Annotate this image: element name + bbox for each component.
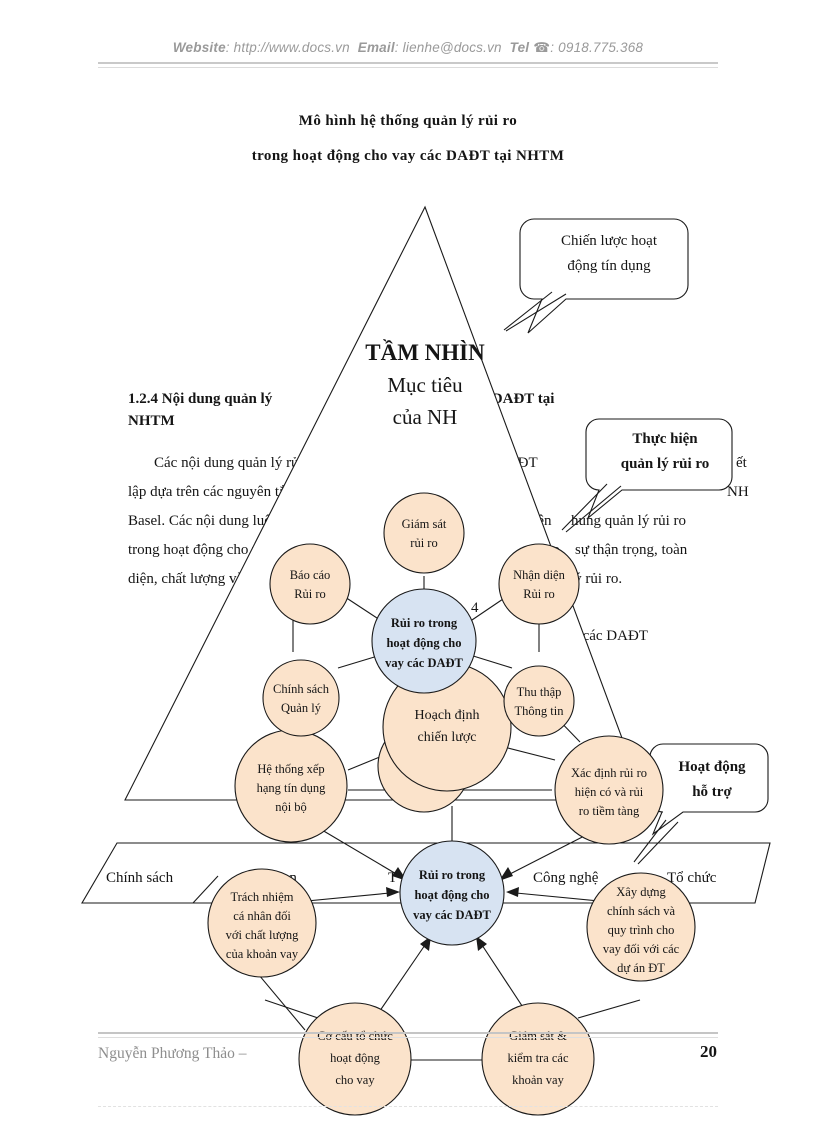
- node-bao-cao-rui-ro: Báo cáo Rủi ro: [269, 543, 351, 625]
- bottom-divider: [98, 1106, 718, 1109]
- risk-callout-line-2: quản lý rủi ro: [621, 456, 710, 472]
- node-co-cau-to-chuc: Cơ cấu tổ chức hoạt động cho vay: [298, 1002, 412, 1116]
- hub-upper: Rủi ro trong hoạt động cho vay các DAĐT: [371, 588, 477, 694]
- para-line-5d: lý rủi ro.: [570, 571, 622, 587]
- vision-line-1: TẦM NHÌN: [365, 339, 485, 365]
- node-thu-thap-thong-tin: Thu thập Thông tin: [503, 665, 575, 737]
- page-header: Website: http://www.docs.vn Email: lienh…: [0, 40, 816, 68]
- node-hoach-dinh-line-1: Hoạch định: [415, 708, 480, 723]
- support-callout-line-2: hỗ trợ: [692, 784, 732, 800]
- footer-divider: [98, 1032, 718, 1038]
- node-hoach-dinh-line-2: chiến lược: [418, 730, 477, 745]
- node-bao-cao-line-2: Rủi ro: [294, 587, 326, 601]
- node-nhan-dien-rui-ro: Nhận diện Rủi ro: [498, 543, 580, 625]
- node-chinh-sach-line-2: Quản lý: [281, 701, 322, 715]
- node-thu-thap-line-2: Thông tin: [515, 704, 565, 718]
- title-line-2: trong hoạt động cho vay các DAĐT tại NHT…: [251, 148, 565, 164]
- node-he-thong-xep-hang: Hệ thống xếp hạng tín dụng nội bộ: [234, 729, 348, 843]
- hub-upper-line-2: hoạt động cho: [386, 636, 461, 650]
- node-nhan-dien-line-1: Nhận diện: [513, 568, 565, 582]
- node-trach-nhiem-ca-nhan: Trách nhiệm cá nhân đối với chất lượng c…: [207, 868, 317, 978]
- title-line-1: Mô hình hệ thống quản lý rủi ro: [298, 113, 518, 129]
- section-heading-line2: NHTM: [128, 413, 175, 429]
- strategy-callout-line-2: động tín dụng: [567, 258, 651, 274]
- hub-lower-line-1: Rủi ro trong: [419, 868, 486, 882]
- node-chinh-sach-quan-ly: Chính sách Quản lý: [262, 659, 340, 737]
- node-chinh-sach-line-1: Chính sách: [273, 682, 330, 696]
- node-he-thong-line-3: nội bộ: [275, 800, 307, 814]
- telephone-icon: ☎: [533, 40, 551, 55]
- header-contact-line: Website: http://www.docs.vn Email: lienh…: [0, 40, 816, 56]
- node-he-thong-line-2: hạng tín dụng: [257, 781, 326, 795]
- vision-line-3: của NH: [393, 405, 458, 429]
- section-heading-left: 1.2.4 Nội dung quản lý: [128, 391, 273, 407]
- page-footer: Nguyễn Phương Thảo –: [98, 1032, 718, 1063]
- node-xay-dung-line-5: dự án ĐT: [617, 961, 665, 975]
- header-tel-value: : 0918.775.368: [550, 40, 644, 55]
- hub-lower: Rủi ro trong hoạt động cho vay các DAĐT: [399, 840, 505, 946]
- node-giam-sat-line-1: Giám sát: [402, 517, 447, 531]
- node-xac-dinh-line-1: Xác định rủi ro: [571, 766, 647, 780]
- page-number: 20: [700, 1042, 717, 1061]
- header-website-value: : http://www.docs.vn: [225, 40, 350, 55]
- hub-upper-line-1: Rủi ro trong: [391, 616, 458, 630]
- marker-4: 4: [471, 600, 479, 616]
- risk-callout-line-1: Thực hiện: [632, 431, 698, 447]
- header-tel-label: Tel: [509, 40, 530, 55]
- footer-author: Nguyễn Phương Thảo –: [98, 1045, 247, 1062]
- node-xay-dung-line-3: quy trình cho: [608, 923, 675, 937]
- node-xay-dung-line-2: chính sách và: [607, 904, 675, 918]
- node-trach-nhiem-line-3: với chất lượng: [226, 928, 300, 942]
- header-email-label: Email: [357, 40, 395, 55]
- node-giam-sat-kt-line-2: kiểm tra các: [507, 1051, 569, 1065]
- hub-lower-line-2: hoạt động cho: [414, 888, 489, 902]
- risk-management-callout: Thực hiện quản lý rủi ro: [561, 418, 733, 533]
- band-label-chinh-sach: Chính sách: [106, 870, 174, 886]
- hub-upper-line-3: vay các DAĐT: [385, 656, 463, 670]
- document-title: Mô hình hệ thống quản lý rủi ro trong ho…: [0, 113, 816, 165]
- para-line-1-tail: ết: [736, 455, 748, 471]
- strategy-callout: Chiến lược hoạt động tín dụng: [503, 218, 689, 334]
- para-line-2-tail: NH: [727, 484, 749, 500]
- support-callout-line-1: Hoạt động: [678, 759, 746, 775]
- vision-line-2: Mục tiêu: [387, 373, 463, 397]
- node-trach-nhiem-line-4: của khoản vay: [226, 947, 299, 961]
- node-giam-sat-line-2: rủi ro: [410, 536, 437, 550]
- node-xac-dinh-rui-ro: Xác định rủi ro hiện có và rủi ro tiềm t…: [554, 735, 664, 845]
- node-xay-dung-line-4: vay đối với các: [603, 942, 680, 956]
- node-nhan-dien-line-2: Rủi ro: [523, 587, 555, 601]
- support-activities-callout: Hoạt động hỗ trợ: [633, 743, 769, 865]
- vision-text: TẦM NHÌN Mục tiêu của NH: [365, 339, 485, 429]
- node-giam-sat-kiem-tra: Giám sát & kiểm tra các khoản vay: [481, 1002, 595, 1116]
- node-xay-dung-chinh-sach: Xây dựng chính sách và quy trình cho vay…: [586, 872, 696, 982]
- node-giam-sat-rui-ro: Giám sát rủi ro: [383, 492, 465, 574]
- node-trach-nhiem-line-2: cá nhân đối: [233, 909, 291, 923]
- header-divider: [98, 62, 718, 68]
- node-trach-nhiem-line-1: Trách nhiệm: [230, 890, 293, 904]
- node-xay-dung-line-1: Xây dựng: [616, 885, 666, 899]
- node-giam-sat-kt-line-3: khoản vay: [512, 1073, 564, 1087]
- strategy-callout-line-1: Chiến lược hoạt: [561, 233, 658, 249]
- band-label-cong-nghe: Công nghệ: [533, 870, 599, 886]
- node-bao-cao-line-1: Báo cáo: [290, 568, 331, 582]
- node-thu-thap-line-1: Thu thập: [517, 685, 562, 699]
- para-line-3c: hung quản lý rủi ro: [571, 513, 686, 529]
- node-co-cau-line-2: hoạt động: [330, 1051, 380, 1065]
- band-label-t: T: [388, 870, 397, 886]
- para-line-4c: sự thận trọng, toàn: [575, 542, 688, 558]
- node-co-cau-line-3: cho vay: [335, 1073, 375, 1087]
- node-he-thong-line-1: Hệ thống xếp: [257, 762, 324, 776]
- hub-lower-line-3: vay các DAĐT: [413, 908, 491, 922]
- vision-triangle: [124, 205, 646, 801]
- band-label-to-chuc: Tổ chức: [667, 870, 717, 886]
- node-xac-dinh-line-3: ro tiềm tàng: [579, 804, 640, 818]
- node-xac-dinh-line-2: hiện có và rủi: [575, 785, 644, 799]
- header-website-label: Website: [172, 40, 226, 55]
- header-email-value: : lienhe@docs.vn: [394, 40, 502, 55]
